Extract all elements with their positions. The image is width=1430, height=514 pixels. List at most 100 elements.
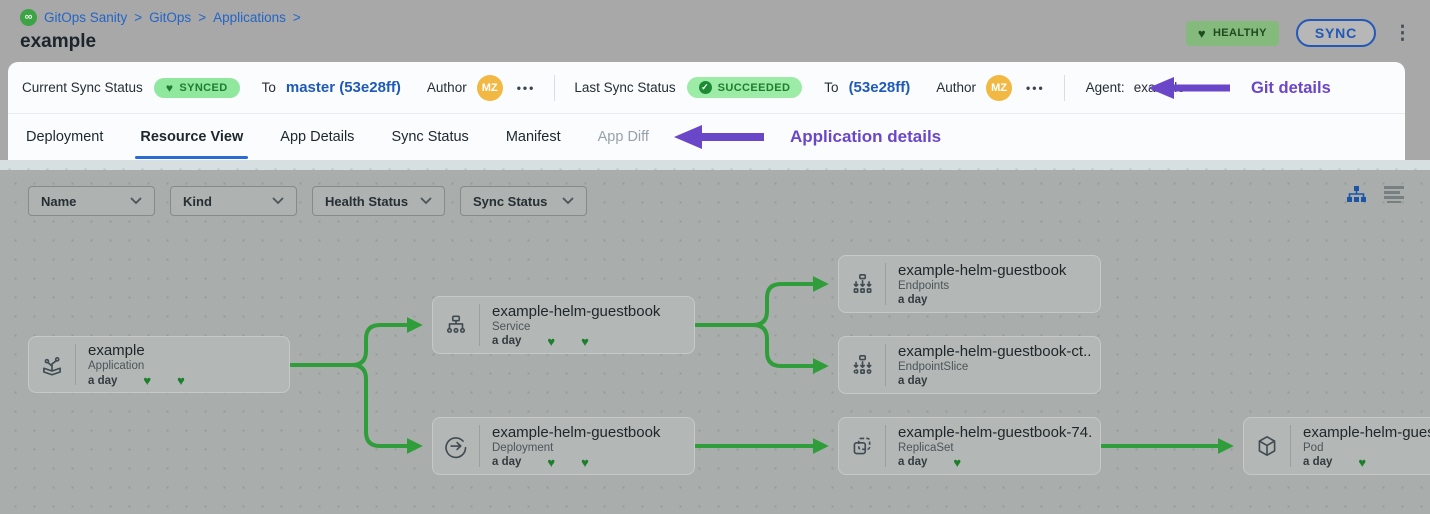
breadcrumb-separator: > xyxy=(198,10,207,25)
current-sync-status-label: Current Sync Status xyxy=(22,80,143,95)
author-avatar: MZ xyxy=(476,74,503,101)
filter-kind-dropdown[interactable]: Kind xyxy=(170,186,297,216)
resource-node-application[interactable]: example Application a day ♥ ♥ xyxy=(28,336,290,393)
chevron-down-icon xyxy=(130,197,142,205)
tab-manifest[interactable]: Manifest xyxy=(505,128,561,145)
chevron-down-icon xyxy=(562,197,574,205)
check-icon: ✓ xyxy=(698,81,712,94)
endpointslice-icon xyxy=(839,337,885,393)
list-view-icon[interactable] xyxy=(1384,186,1404,203)
tab-app-diff[interactable]: App Diff xyxy=(597,128,649,145)
divider xyxy=(479,304,480,346)
filter-bar: Name Kind Health Status Sync Status xyxy=(28,186,587,216)
current-commit-link[interactable]: master (53e28ff) xyxy=(285,79,401,96)
to-label: To xyxy=(824,80,839,95)
agent-value: example xyxy=(1133,80,1185,95)
breadcrumb-link-gitops-sanity[interactable]: GitOps Sanity xyxy=(44,10,128,25)
tab-sync-status[interactable]: Sync Status xyxy=(391,128,469,145)
deployment-icon xyxy=(433,418,479,474)
resource-node-deployment[interactable]: example-helm-guestbook Deployment a day … xyxy=(432,417,695,475)
filter-label: Kind xyxy=(183,193,212,209)
filter-health-status-dropdown[interactable]: Health Status xyxy=(312,186,445,216)
node-age: a day xyxy=(492,456,522,468)
synced-badge: ♥ SYNCED xyxy=(153,77,240,98)
divider xyxy=(885,263,886,305)
health-status-label: HEALTHY xyxy=(1212,27,1267,39)
resource-view-canvas: Name Kind Health Status Sync Status xyxy=(0,170,1430,514)
last-commit-link[interactable]: (53e28ff) xyxy=(848,79,911,96)
node-age: a day xyxy=(898,294,928,306)
resource-node-endpointslice[interactable]: example-helm-guestbook-ct... EndpointSli… xyxy=(838,336,1101,394)
filter-label: Sync Status xyxy=(473,193,548,209)
divider xyxy=(1063,74,1065,101)
divider xyxy=(479,425,480,467)
health-heart-icon: ♥ xyxy=(547,333,556,349)
health-heart-icon: ♥ xyxy=(581,333,589,349)
more-options-icon[interactable]: ••• xyxy=(516,80,536,95)
divider-strip xyxy=(0,160,1430,170)
node-kind: Application xyxy=(88,360,145,372)
last-sync-status-label: Last Sync Status xyxy=(574,80,676,95)
view-toggle xyxy=(1346,184,1404,205)
agent-label: Agent: xyxy=(1085,80,1125,95)
page-title: example xyxy=(20,31,97,52)
divider xyxy=(554,74,556,101)
breadcrumb: ∞ GitOps Sanity > GitOps > Applications … xyxy=(20,9,301,26)
divider xyxy=(75,344,76,385)
filter-name-dropdown[interactable]: Name xyxy=(28,186,155,216)
node-title: example-helm-guestbook xyxy=(898,262,1067,279)
node-title: example-helm-guestbook-ct... xyxy=(898,343,1092,360)
node-kind: Pod xyxy=(1303,441,1324,454)
succeeded-badge: ✓ SUCCEEDED xyxy=(686,77,803,98)
author-label: Author xyxy=(426,80,467,95)
health-heart-icon: ♥ xyxy=(143,373,152,388)
application-icon xyxy=(29,337,75,392)
resource-node-pod[interactable]: example-helm-guest Pod a day ♥ xyxy=(1243,417,1430,475)
tree-edges xyxy=(289,276,1234,454)
application-card: Current Sync Status ♥ SYNCED To master (… xyxy=(8,62,1405,160)
divider xyxy=(1290,425,1291,467)
tabs-bar: Deployment Resource View App Details Syn… xyxy=(8,114,1405,159)
node-title: example-helm-guestbook xyxy=(492,302,661,320)
node-title: example-helm-guest xyxy=(1303,423,1430,441)
resource-node-endpoints[interactable]: example-helm-guestbook Endpoints a day xyxy=(838,255,1101,313)
health-heart-icon: ♥ xyxy=(547,454,556,470)
heart-icon: ♥ xyxy=(165,80,174,95)
health-heart-icon: ♥ xyxy=(177,373,185,388)
tab-resource-view[interactable]: Resource View xyxy=(135,114,249,159)
gitops-logo-icon: ∞ xyxy=(20,9,37,26)
node-title: example-helm-guestbook-74... xyxy=(898,423,1092,441)
filter-label: Health Status xyxy=(325,193,409,209)
tree-view-icon[interactable] xyxy=(1346,184,1367,205)
pod-icon xyxy=(1244,418,1290,474)
tab-deployment[interactable]: Deployment xyxy=(26,128,104,145)
sync-status-bar: Current Sync Status ♥ SYNCED To master (… xyxy=(8,62,1405,114)
node-age: a day xyxy=(88,374,118,387)
kebab-menu-icon[interactable]: ⋮ xyxy=(1393,22,1412,44)
health-heart-icon: ♥ xyxy=(1358,454,1367,470)
node-age: a day xyxy=(1303,456,1333,468)
node-kind: ReplicaSet xyxy=(898,441,954,454)
succeeded-badge-label: SUCCEEDED xyxy=(717,81,791,94)
resource-node-service[interactable]: example-helm-guestbook Service a day ♥ ♥ xyxy=(432,296,695,354)
breadcrumb-link-gitops[interactable]: GitOps xyxy=(149,10,192,25)
node-age: a day xyxy=(492,335,522,347)
author-label: Author xyxy=(936,80,977,95)
health-status-badge: ♥ HEALTHY xyxy=(1185,20,1279,46)
health-heart-icon: ♥ xyxy=(581,454,589,470)
resource-node-replicaset[interactable]: example-helm-guestbook-74... ReplicaSet … xyxy=(838,417,1101,475)
filter-sync-status-dropdown[interactable]: Sync Status xyxy=(460,186,587,216)
breadcrumb-link-applications[interactable]: Applications xyxy=(213,10,286,25)
sync-button[interactable]: SYNC xyxy=(1295,19,1376,47)
divider xyxy=(885,344,886,386)
more-options-icon[interactable]: ••• xyxy=(1026,80,1045,95)
tab-app-details[interactable]: App Details xyxy=(280,128,355,145)
node-kind: Deployment xyxy=(492,441,554,454)
node-kind: Service xyxy=(492,320,531,333)
to-label: To xyxy=(261,80,276,95)
node-age: a day xyxy=(898,456,928,468)
header-actions: ♥ HEALTHY SYNC ⋮ xyxy=(1185,19,1412,47)
author-avatar: MZ xyxy=(986,74,1013,101)
node-kind: Endpoints xyxy=(898,280,950,292)
node-title: example xyxy=(88,342,145,359)
